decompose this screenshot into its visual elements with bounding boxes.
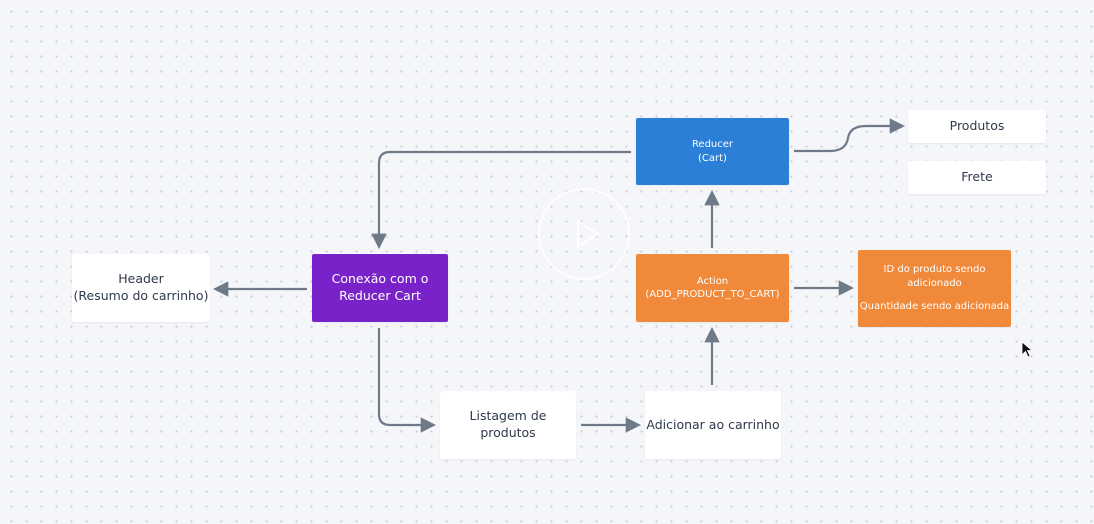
node-produtos[interactable]: Produtos — [908, 110, 1046, 143]
node-frete-label: Frete — [961, 169, 993, 185]
node-conexao-line1: Conexão com o — [331, 271, 429, 287]
node-listagem-line2: produtos — [480, 425, 536, 440]
node-action-line1: Action — [696, 275, 729, 287]
play-icon — [577, 219, 600, 249]
edge-reducer-to-conexao — [371, 150, 631, 250]
node-listagem-produtos[interactable]: Listagem de produtos — [440, 391, 576, 459]
edge-conexao-to-listagem — [377, 328, 437, 433]
node-adicionar-carrinho[interactable]: Adicionar ao carrinho — [645, 391, 781, 459]
node-reducer-line1: Reducer — [691, 139, 734, 150]
mouse-cursor-icon — [1021, 341, 1034, 358]
edge-reducer-to-produtos — [794, 118, 906, 153]
node-payload[interactable]: ID do produto sendo adicionado Quantidad… — [858, 250, 1011, 327]
play-button[interactable] — [538, 188, 630, 280]
node-listagem-line1: Listagem de — [469, 408, 547, 424]
node-header[interactable]: Header (Resumo do carrinho) — [72, 254, 210, 322]
node-payload-line2: adicionado — [907, 277, 962, 289]
node-header-line1: Header — [118, 271, 164, 287]
node-payload-line3: Quantidade sendo adicionada — [859, 301, 1010, 313]
node-adicionar-label: Adicionar ao carrinho — [646, 416, 780, 432]
node-conexao-reducer-cart[interactable]: Conexão com o Reducer Cart — [312, 254, 448, 322]
node-header-line2: (Resumo do carrinho) — [73, 288, 209, 303]
node-conexao-line2: Reducer Cart — [339, 288, 421, 303]
node-action-line2: (ADD_PRODUCT_TO_CART) — [645, 289, 780, 300]
node-reducer-line2: (Cart) — [698, 152, 727, 164]
node-payload-line1: ID do produto sendo — [883, 264, 986, 276]
node-action[interactable]: Action (ADD_PRODUCT_TO_CART) — [636, 254, 789, 322]
node-produtos-label: Produtos — [949, 118, 1005, 134]
node-frete[interactable]: Frete — [908, 161, 1046, 194]
node-reducer-cart[interactable]: Reducer (Cart) — [636, 118, 789, 185]
